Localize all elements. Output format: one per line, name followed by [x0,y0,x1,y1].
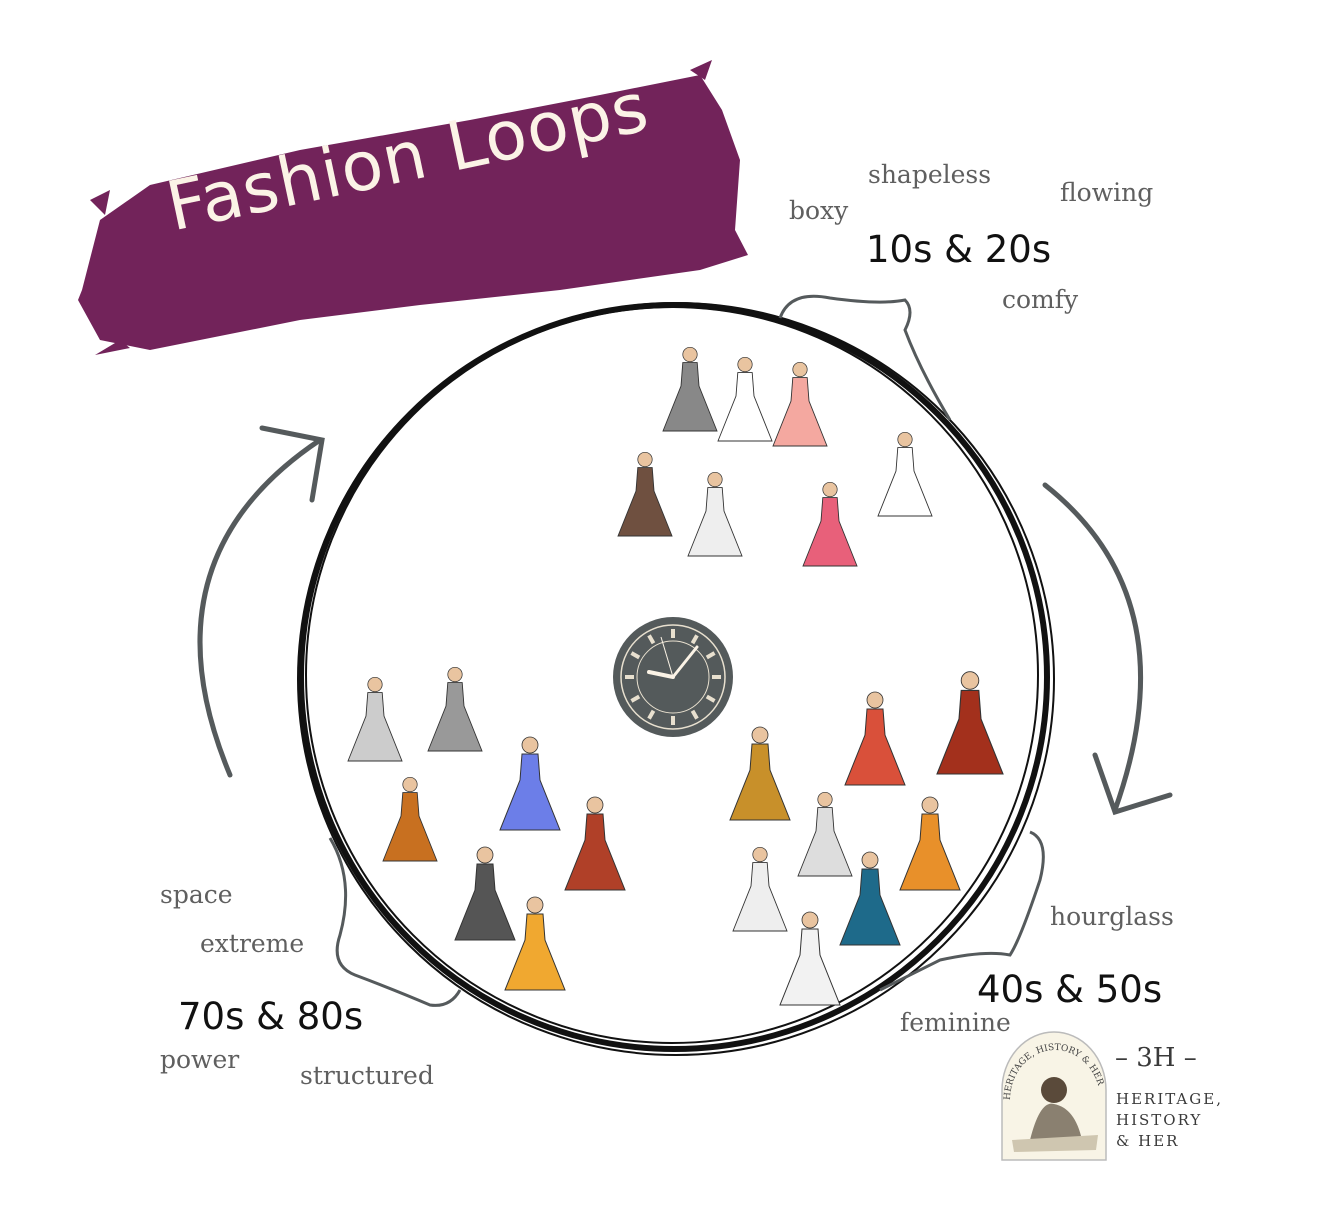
fashion-figure-illustration [732,846,788,932]
fashion-figure-illustration [899,796,961,891]
fashion-figure-illustration [717,356,773,442]
clock-numeral [630,694,641,703]
fashion-figure-illustration [454,846,516,941]
keyword-extreme: extreme [200,929,305,958]
keyword-structured: structured [300,1061,434,1090]
arrow-left [197,437,323,778]
fashion-figure-illustration [662,346,718,432]
logo-line: & HER [1116,1132,1180,1150]
clock-numeral [647,709,656,720]
fashion-figure-illustration [504,896,566,991]
keyword-hourglass: hourglass [1050,902,1174,931]
fashion-figure-illustration [347,676,403,762]
fashion-figure-illustration [797,791,853,877]
clock-numeral [705,694,716,703]
era-label-10s-20s: 10s & 20s [866,228,1052,271]
arrow-right [1042,482,1144,813]
clock-numeral [690,709,699,720]
logo-line: HISTORY [1116,1111,1203,1129]
keyword-shapeless: shapeless [868,160,992,189]
logo-mark: – 3H – [1115,1043,1197,1073]
clock-numeral [690,634,699,645]
clock-numeral [671,716,675,725]
keyword-space: space [160,880,233,909]
fashion-figure-illustration [802,481,858,567]
main-circle [297,302,1055,1056]
keyword-flowing: flowing [1060,178,1154,207]
fashion-figure-illustration [564,796,626,891]
fashion-figure-illustration [427,666,483,752]
era-label-70s-80s: 70s & 80s [178,995,364,1038]
braces [328,294,1045,1007]
fashion-figure-illustration [499,736,561,831]
clock-numeral [712,675,721,679]
fashion-figure-illustration [729,726,791,821]
cycle-arrows [197,425,1173,816]
fashion-figure-illustration [617,451,673,537]
brace-70s [328,837,462,1007]
fashion-figure-illustration [844,691,906,786]
brace-10s [778,294,952,421]
clock-icon [613,617,733,737]
clock-numeral [671,629,675,638]
fashion-figure-illustration [839,851,901,946]
clock-numeral [647,634,656,645]
fashion-figure-illustration [687,471,743,557]
clock-numeral [705,651,716,660]
fashion-figure-illustration [936,671,1004,775]
keyword-feminine: feminine [900,1008,1011,1037]
keyword-boxy: boxy [789,196,849,225]
fashion-figure-illustration [772,361,828,447]
fashion-figure-illustration [382,776,438,862]
keyword-comfy: comfy [1002,285,1079,314]
brace-40s [879,830,1045,992]
clock-numeral [630,651,641,660]
logo-line: HERITAGE, [1116,1090,1223,1108]
fashion-figure-illustration [877,431,933,517]
clock-numeral [625,675,634,679]
fashion-figure-illustration [779,911,841,1006]
era-label-40s-50s: 40s & 50s [977,968,1163,1011]
keyword-power: power [160,1045,240,1074]
